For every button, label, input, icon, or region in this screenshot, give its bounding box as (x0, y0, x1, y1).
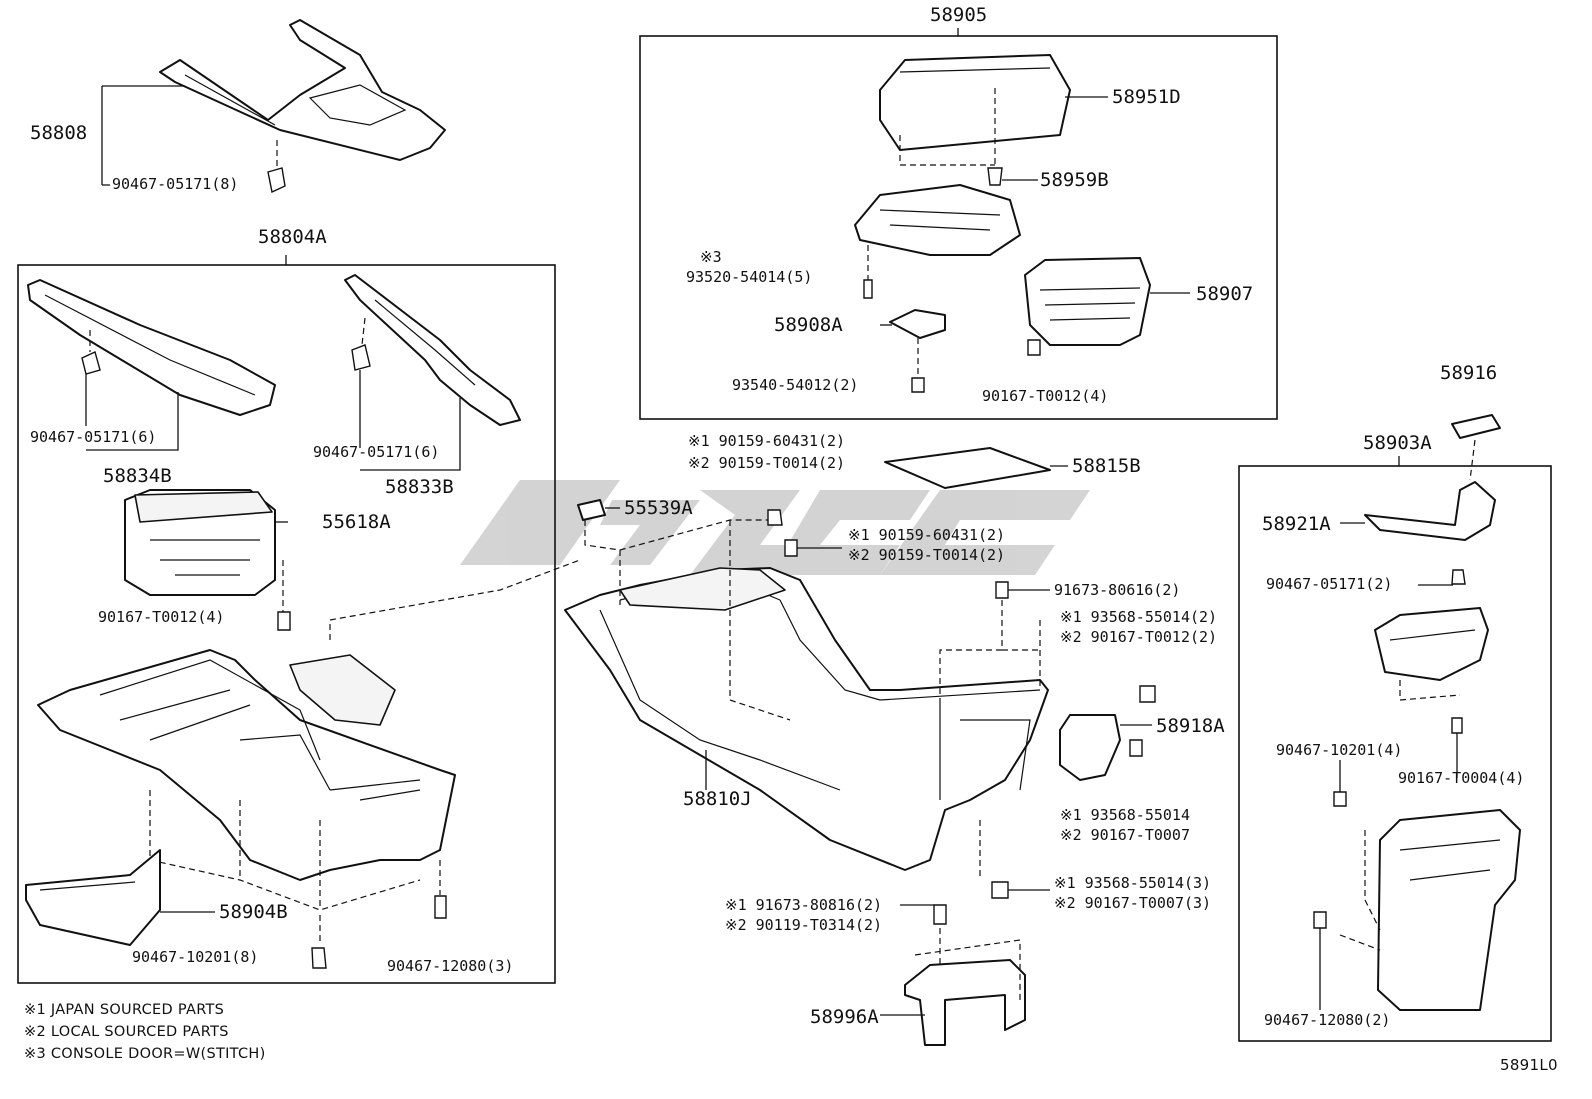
part-58904B-pocket (25, 849, 161, 946)
note-japan-sourced: ※1 JAPAN SOURCED PARTS (24, 1002, 225, 1018)
label-bolt-e1: ※1 93568-55014 (1060, 806, 1190, 824)
label-bolt-a2: ※2 90159-T0014(2) (688, 454, 846, 472)
label-58804A: 58804A (258, 226, 327, 248)
note-local-sourced: ※2 LOCAL SOURCED PARTS (24, 1024, 229, 1040)
part-58916-insert (1451, 414, 1501, 439)
label-58921A-clip: 90467-05171(2) (1266, 575, 1393, 593)
part-58903A-lower-panel (1377, 809, 1521, 1011)
label-58804A-clip2: 90467-12080(3) (387, 957, 514, 975)
label-55539A: 55539A (624, 497, 693, 519)
label-58834B: 58834B (103, 465, 172, 487)
part-58996A-bracket (904, 959, 1026, 1046)
label-58908A-screw: 93540-54012(2) (732, 376, 859, 394)
part-58907-mechanism (1024, 257, 1151, 346)
part-58908A-plate (889, 309, 946, 339)
label-58834B-clip: 90467-05171(6) (30, 428, 157, 446)
frame-58903A (1238, 465, 1552, 1042)
part-58921A-garnish (1364, 481, 1496, 541)
note-console-door: ※3 CONSOLE DOOR=W(STITCH) (24, 1046, 266, 1062)
label-58905-screw: 93520-54014(5) (686, 268, 813, 286)
label-bolt-a1: ※1 90159-60431(2) (688, 432, 846, 450)
label-58808: 58808 (30, 122, 88, 144)
label-58808-clip: 90467-05171(8) (112, 175, 239, 193)
diagram-id: 5891L0 (1500, 1056, 1558, 1074)
part-55539A-switch (577, 499, 606, 521)
part-58834B-trim (27, 279, 276, 416)
label-bolt-f2: ※2 90167-T0007(3) (1054, 894, 1212, 912)
label-58905: 58905 (930, 4, 988, 26)
part-58833B-trim (344, 274, 521, 426)
part-58903A-tray (1374, 607, 1489, 681)
label-bolt-b2: ※2 90159-T0014(2) (848, 546, 1006, 564)
label-bolt-g2: ※2 90119-T0314(2) (725, 916, 883, 934)
part-console-body (37, 649, 456, 881)
label-bolt-d2: ※2 90167-T0012(2) (1060, 628, 1218, 646)
label-bolt-c: 91673-80616(2) (1054, 581, 1181, 599)
label-58996A: 58996A (810, 1006, 879, 1028)
part-55618A-box (124, 489, 276, 596)
label-bolt-b1: ※1 90159-60431(2) (848, 526, 1006, 544)
label-58904B: 58904B (219, 901, 288, 923)
label-55618A-bolt: 90167-T0012(4) (98, 608, 225, 626)
label-58908A: 58908A (774, 314, 843, 336)
part-58918A-bracket (1059, 714, 1121, 781)
label-58903A-clip2: 90467-12080(2) (1264, 1011, 1391, 1029)
label-58916: 58916 (1440, 362, 1498, 384)
label-58951D: 58951D (1112, 86, 1181, 108)
label-note3-mark: ※3 (700, 248, 722, 266)
label-bolt-f1: ※1 93568-55014(3) (1054, 874, 1212, 892)
label-55618A: 55618A (322, 511, 391, 533)
label-58921A: 58921A (1262, 513, 1331, 535)
label-58903A-clip: 90467-10201(4) (1276, 741, 1403, 759)
label-58903A: 58903A (1363, 432, 1432, 454)
label-58907-bolt: 90167-T0012(4) (982, 387, 1109, 405)
part-58905-frame (854, 184, 1021, 256)
label-58918A: 58918A (1156, 715, 1225, 737)
label-58904B-clip: 90467-10201(8) (132, 948, 259, 966)
part-58815B-mat (884, 447, 1051, 489)
label-58903A-bolt: 90167-T0004(4) (1398, 769, 1525, 787)
label-58810J: 58810J (683, 788, 752, 810)
part-58808-panel (159, 19, 446, 194)
label-bolt-g1: ※1 91673-80816(2) (725, 896, 883, 914)
label-58815B: 58815B (1072, 455, 1141, 477)
label-bolt-e2: ※2 90167-T0007 (1060, 826, 1190, 844)
part-58810J-console (564, 567, 1049, 871)
label-bolt-d1: ※1 93568-55014(2) (1060, 608, 1218, 626)
part-58951D-lid (879, 54, 1071, 151)
label-58959B: 58959B (1040, 169, 1109, 191)
label-58833B-clip: 90467-05171(6) (313, 443, 440, 461)
label-58907: 58907 (1196, 283, 1254, 305)
label-58833B: 58833B (385, 476, 454, 498)
